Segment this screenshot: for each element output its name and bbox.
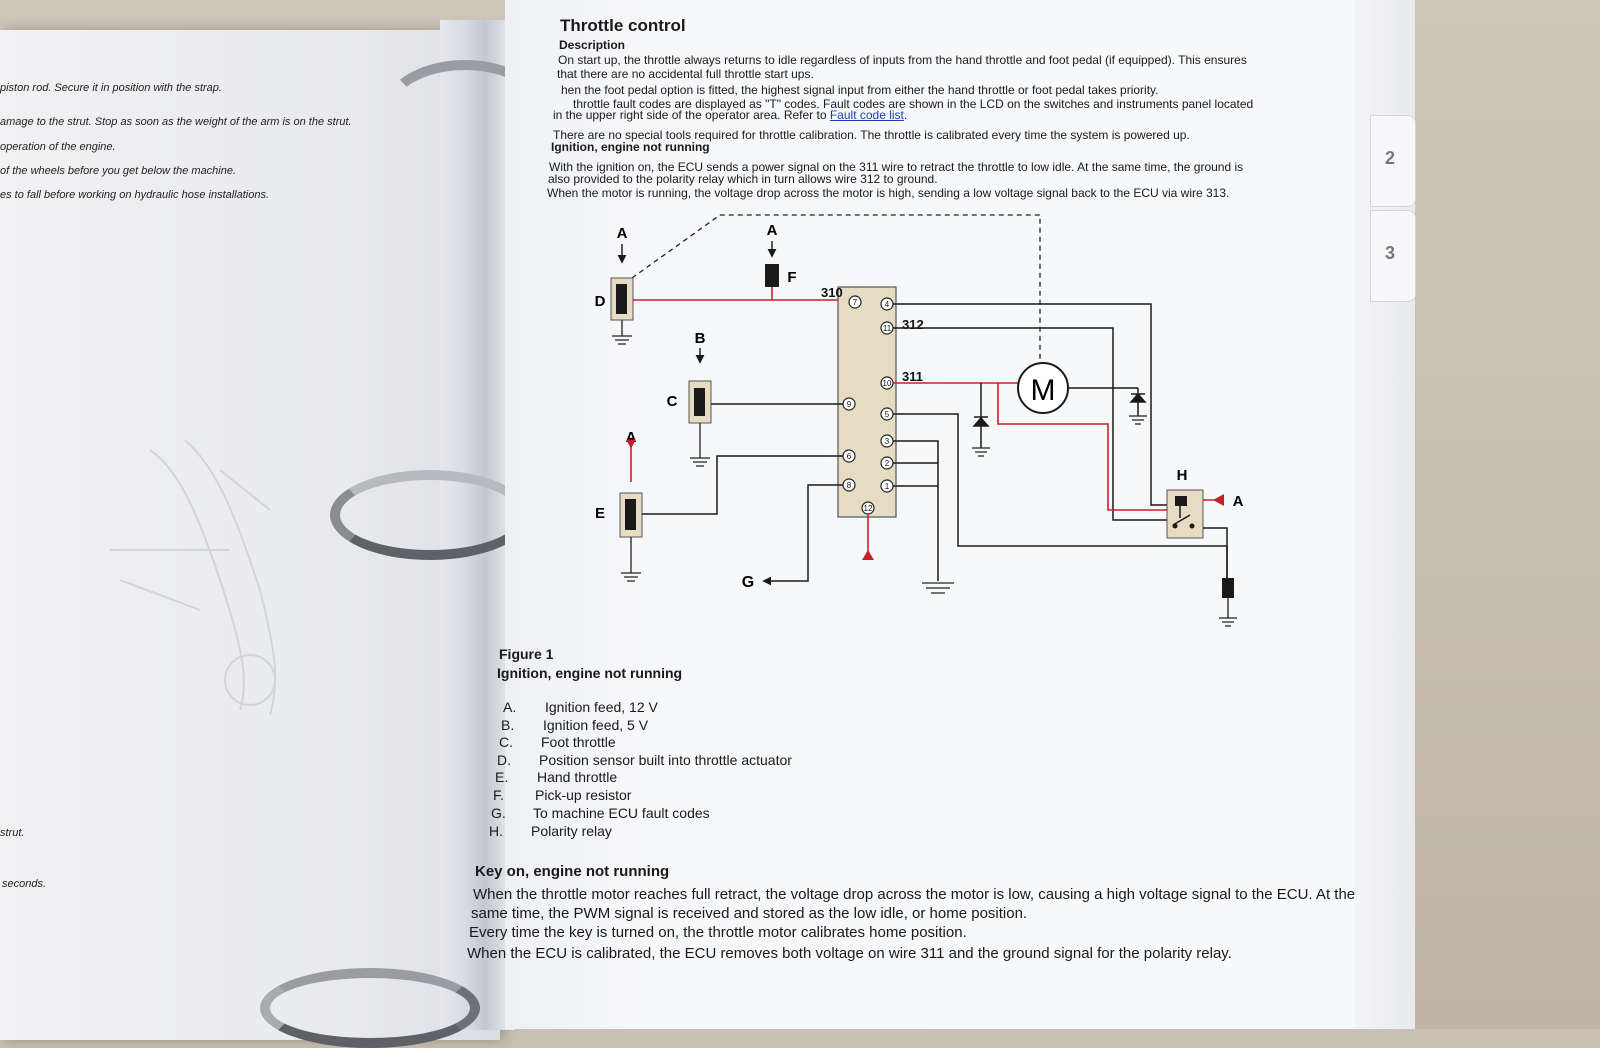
pin-label: 10 [883,379,892,388]
ecu-pin-7 [848,295,862,309]
pin-label: 1 [885,482,890,491]
label-c: C [667,393,678,410]
pin-label: 3 [885,437,890,446]
key-on-line: When the ECU is calibrated, the ECU remo… [467,945,1232,962]
legend-item: E.Hand throttle [495,769,618,785]
key-on-heading: Key on, engine not running [475,863,670,880]
pin-label: 7 [853,298,858,307]
left-page-line: amage to the strut. Stop as soon as the … [0,116,352,128]
hand-throttle-e: A E [595,429,643,582]
ignition-line: With the ignition on, the ECU sends a po… [549,160,1244,174]
ground-symbol [1129,415,1147,425]
actuator-block [1222,578,1234,598]
left-page-line: seconds. [2,878,47,890]
pin-label: 2 [885,459,890,468]
wire-number-310: 310 [821,285,843,300]
label-b: B [695,330,706,347]
legend-item: G.To machine ECU fault codes [491,805,710,821]
mechanical-link-dashed [631,214,1041,360]
left-page-line: piston rod. Secure it in position with t… [0,82,222,94]
pin-label: 4 [885,300,890,309]
bleed-through-illustration [110,439,277,716]
label-g: G [742,574,754,591]
pin-label: 9 [847,400,852,409]
legend-item: D.Position sensor built into throttle ac… [497,752,792,768]
wire-number-312: 312 [902,317,924,332]
description-line: On start up, the throttle always returns… [558,53,1247,67]
left-page-line: operation of the engine. [0,141,116,153]
legend-item: H.Polarity relay [489,823,612,839]
left-page-line: of the wheels before you get below the m… [0,165,237,177]
figure-caption-subtitle: Ignition, engine not running [497,665,683,681]
label-a: A [1233,493,1244,510]
foot-throttle-c: B C [667,330,712,467]
wire-hand-throttle [642,455,843,515]
label-m: M [1031,374,1056,407]
legend-item: A.Ignition feed, 12 V [503,699,658,715]
pin-label: 11 [883,324,892,333]
ignition-heading: Ignition, engine not running [551,140,710,154]
section-tab-3[interactable]: 3 [1370,210,1416,302]
wire-4 [893,303,1170,506]
diode-1 [972,416,990,427]
description-heading: Description [559,38,626,52]
key-on-line: same time, the PWM signal is received an… [471,905,1028,922]
page-title: Throttle control [560,16,686,35]
legend-item: B.Ignition feed, 5 V [501,717,649,733]
pickup-resistor-f: A F [765,222,797,300]
feed-arrow [862,550,874,560]
label-a: A [767,222,778,239]
ignition-line: also provided to the polarity relay whic… [548,172,938,186]
description-line: hen the foot pedal option is fitted, the… [561,83,1159,97]
label-d: D [595,293,606,310]
label-a: A [626,429,637,446]
calibration-line: There are no special tools required for … [553,128,1190,142]
description-line: in the upper right side of the operator … [553,108,908,122]
pin-label: 8 [847,481,852,490]
legend-item: F.Pick-up resistor [493,787,632,803]
wire-ground-bus [893,440,939,581]
label-e: E [595,505,605,522]
wire-fault-codes [762,484,843,586]
wire-312 [893,327,1170,521]
pin-label: 12 [864,504,873,513]
label-h: H [1177,467,1188,484]
left-page-line: strut. [0,827,25,839]
figure-caption-title: Figure 1 [499,646,554,662]
key-on-line: Every time the key is turned on, the thr… [469,924,967,941]
ground-symbol [972,447,990,457]
section-tab-2[interactable]: 2 [1370,115,1416,207]
left-page-line: es to fall before working on hydraulic h… [0,189,270,201]
pin-label: 5 [885,410,890,419]
description-line: throttle fault codes are displayed as "T… [573,97,1254,111]
key-on-line: When the throttle motor reaches full ret… [473,886,1356,903]
label-a: A [617,225,628,242]
label-f: F [787,269,796,286]
fault-code-list-link[interactable]: Fault code list [829,108,904,122]
diode-2 [1129,392,1147,403]
wire-311-to-relay [997,383,1170,511]
ignition-line: When the motor is running, the voltage d… [547,186,1230,200]
ground-symbol [1219,598,1237,627]
pin-label: 6 [847,452,852,461]
wire-number-311: 311 [902,369,923,384]
description-line: that there are no accidental full thrott… [557,67,814,81]
ground-symbol [922,582,954,594]
legend-item: C.Foot throttle [499,734,616,750]
position-sensor-d: A D [595,225,634,345]
polarity-relay-h: H A [1166,467,1244,580]
